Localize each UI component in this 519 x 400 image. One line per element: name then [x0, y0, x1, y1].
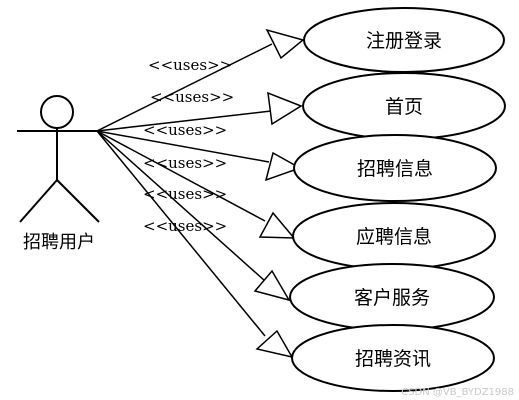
stereotype-label: <<uses>> — [143, 217, 227, 235]
use-case-label: 应聘信息 — [356, 226, 432, 248]
stereotype-label: <<uses>> — [143, 121, 227, 139]
stereotype-label: <<uses>> — [150, 88, 234, 106]
use-case-job-news: 招聘资讯 — [291, 324, 495, 392]
actor-figure — [17, 95, 100, 223]
actor-right-leg — [56, 179, 100, 223]
use-case-register-login: 注册登录 — [303, 7, 505, 73]
stereotype-label: <<uses>> — [143, 185, 227, 203]
use-case-label: 注册登录 — [366, 30, 442, 52]
stereotype-labels: <<uses>> <<uses>> <<uses>> <<uses>> <<us… — [143, 56, 234, 235]
actor-left-leg — [19, 179, 58, 223]
association-customer-service — [96, 130, 291, 302]
use-case-label: 招聘资讯 — [355, 348, 431, 370]
use-case-home: 首页 — [302, 72, 506, 140]
use-case-customer-service: 客户服务 — [289, 263, 495, 331]
use-case-label: 招聘信息 — [357, 158, 433, 180]
use-case-label: 客户服务 — [354, 287, 430, 309]
stereotype-label: <<uses>> — [143, 154, 227, 172]
stereotype-label: <<uses>> — [148, 56, 232, 74]
watermark: CSDN @VB_BYDZ1988 — [401, 387, 514, 398]
actor-head — [40, 95, 74, 129]
association-job-news — [96, 130, 294, 359]
association-register-login — [96, 28, 305, 132]
use-case-job-info: 招聘信息 — [293, 134, 497, 202]
use-case-application-info: 应聘信息 — [292, 202, 496, 270]
association-application-info — [96, 130, 296, 239]
use-case-label: 首页 — [385, 96, 423, 118]
association-home — [96, 91, 303, 132]
association-job-info — [96, 130, 302, 182]
use-cases: 注册登录 首页 招聘信息 应聘信息 客户服务 招聘资讯 — [289, 7, 506, 392]
associations — [96, 28, 305, 359]
actor-label: 招聘用户 — [23, 232, 95, 253]
